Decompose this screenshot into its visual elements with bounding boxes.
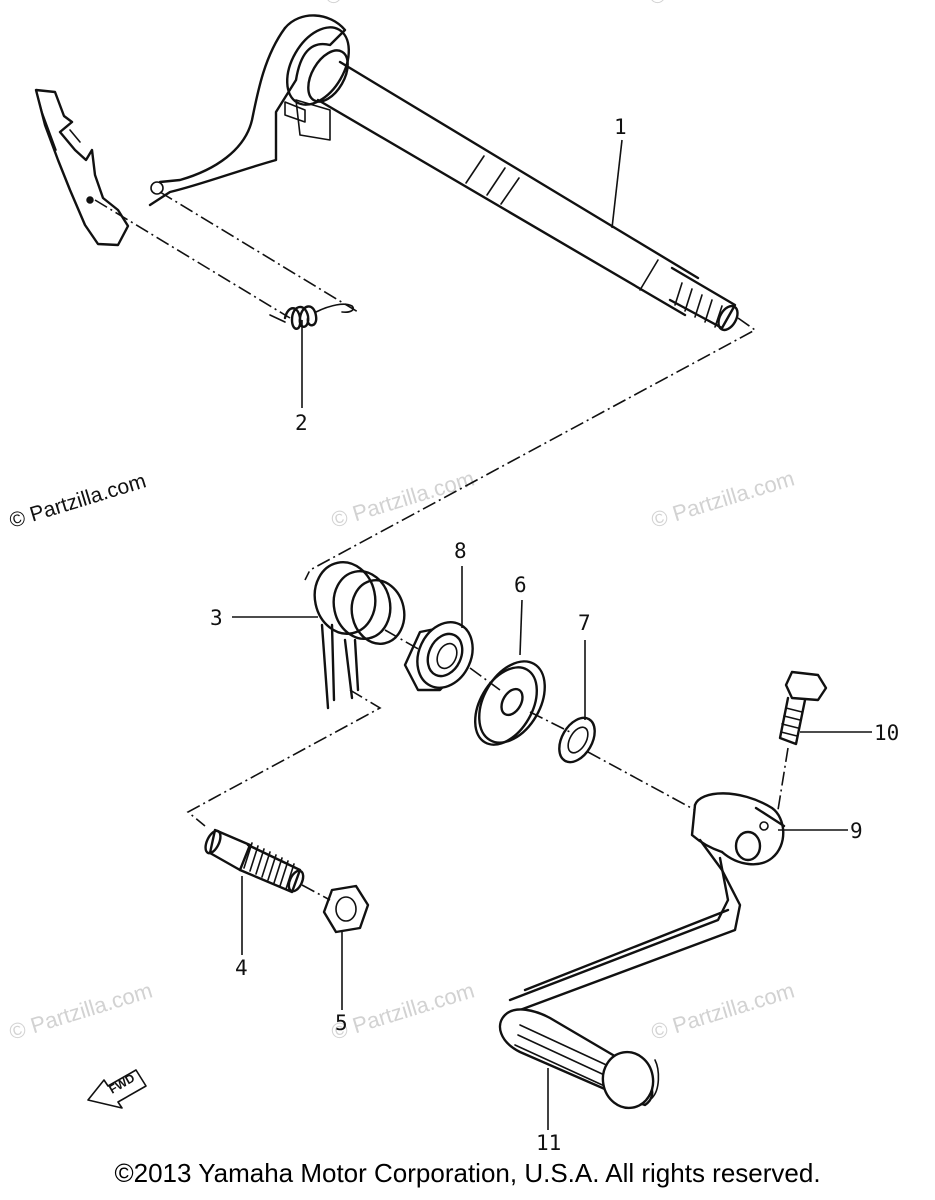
callout-11: 11 bbox=[536, 1131, 561, 1155]
watermark: © Partzilla.com bbox=[648, 466, 797, 533]
watermarks: © Partzilla.com © Partzilla.com © Partzi… bbox=[6, 0, 797, 1045]
forward-arrow-icon: FWD bbox=[87, 1069, 147, 1109]
washer-part-6 bbox=[474, 660, 546, 746]
watermark: © Partzilla.com bbox=[648, 978, 797, 1045]
bushing-part-8 bbox=[403, 621, 474, 692]
circlip-part-7 bbox=[558, 716, 596, 764]
callout-10: 10 bbox=[874, 721, 899, 745]
watermark: © Partzilla.com bbox=[328, 466, 477, 533]
callout-2: 2 bbox=[295, 411, 308, 435]
callout-4: 4 bbox=[235, 956, 248, 980]
return-spring-part-3 bbox=[313, 561, 406, 710]
assembly-lines bbox=[94, 191, 789, 901]
shift-lever-part-9-11 bbox=[498, 792, 786, 1110]
leader-lines bbox=[232, 139, 872, 1130]
callout-1: 1 bbox=[614, 115, 627, 139]
watermark: © Partzilla.com bbox=[328, 978, 477, 1045]
callout-7: 7 bbox=[578, 611, 591, 635]
spring-part-2 bbox=[269, 303, 355, 330]
stud-bolt-part-4 bbox=[204, 828, 305, 894]
shift-shaft-part-1 bbox=[34, 14, 739, 332]
watermark: © Partzilla.com bbox=[6, 978, 155, 1045]
callout-6: 6 bbox=[514, 573, 527, 597]
callout-3: 3 bbox=[210, 606, 223, 630]
callout-9: 9 bbox=[850, 819, 863, 843]
watermark: © Partzilla.com bbox=[646, 0, 795, 10]
copyright-notice: ©2013 Yamaha Motor Corporation, U.S.A. A… bbox=[114, 1158, 821, 1188]
nut-part-5 bbox=[322, 884, 370, 934]
callouts: 1 2 3 4 5 6 7 8 9 10 11 bbox=[210, 115, 899, 1155]
bolt-part-10 bbox=[778, 670, 828, 746]
watermark: © Partzilla.com bbox=[7, 469, 149, 532]
callout-8: 8 bbox=[454, 539, 467, 563]
callout-5: 5 bbox=[335, 1011, 348, 1035]
watermark: © Partzilla.com bbox=[322, 0, 471, 10]
